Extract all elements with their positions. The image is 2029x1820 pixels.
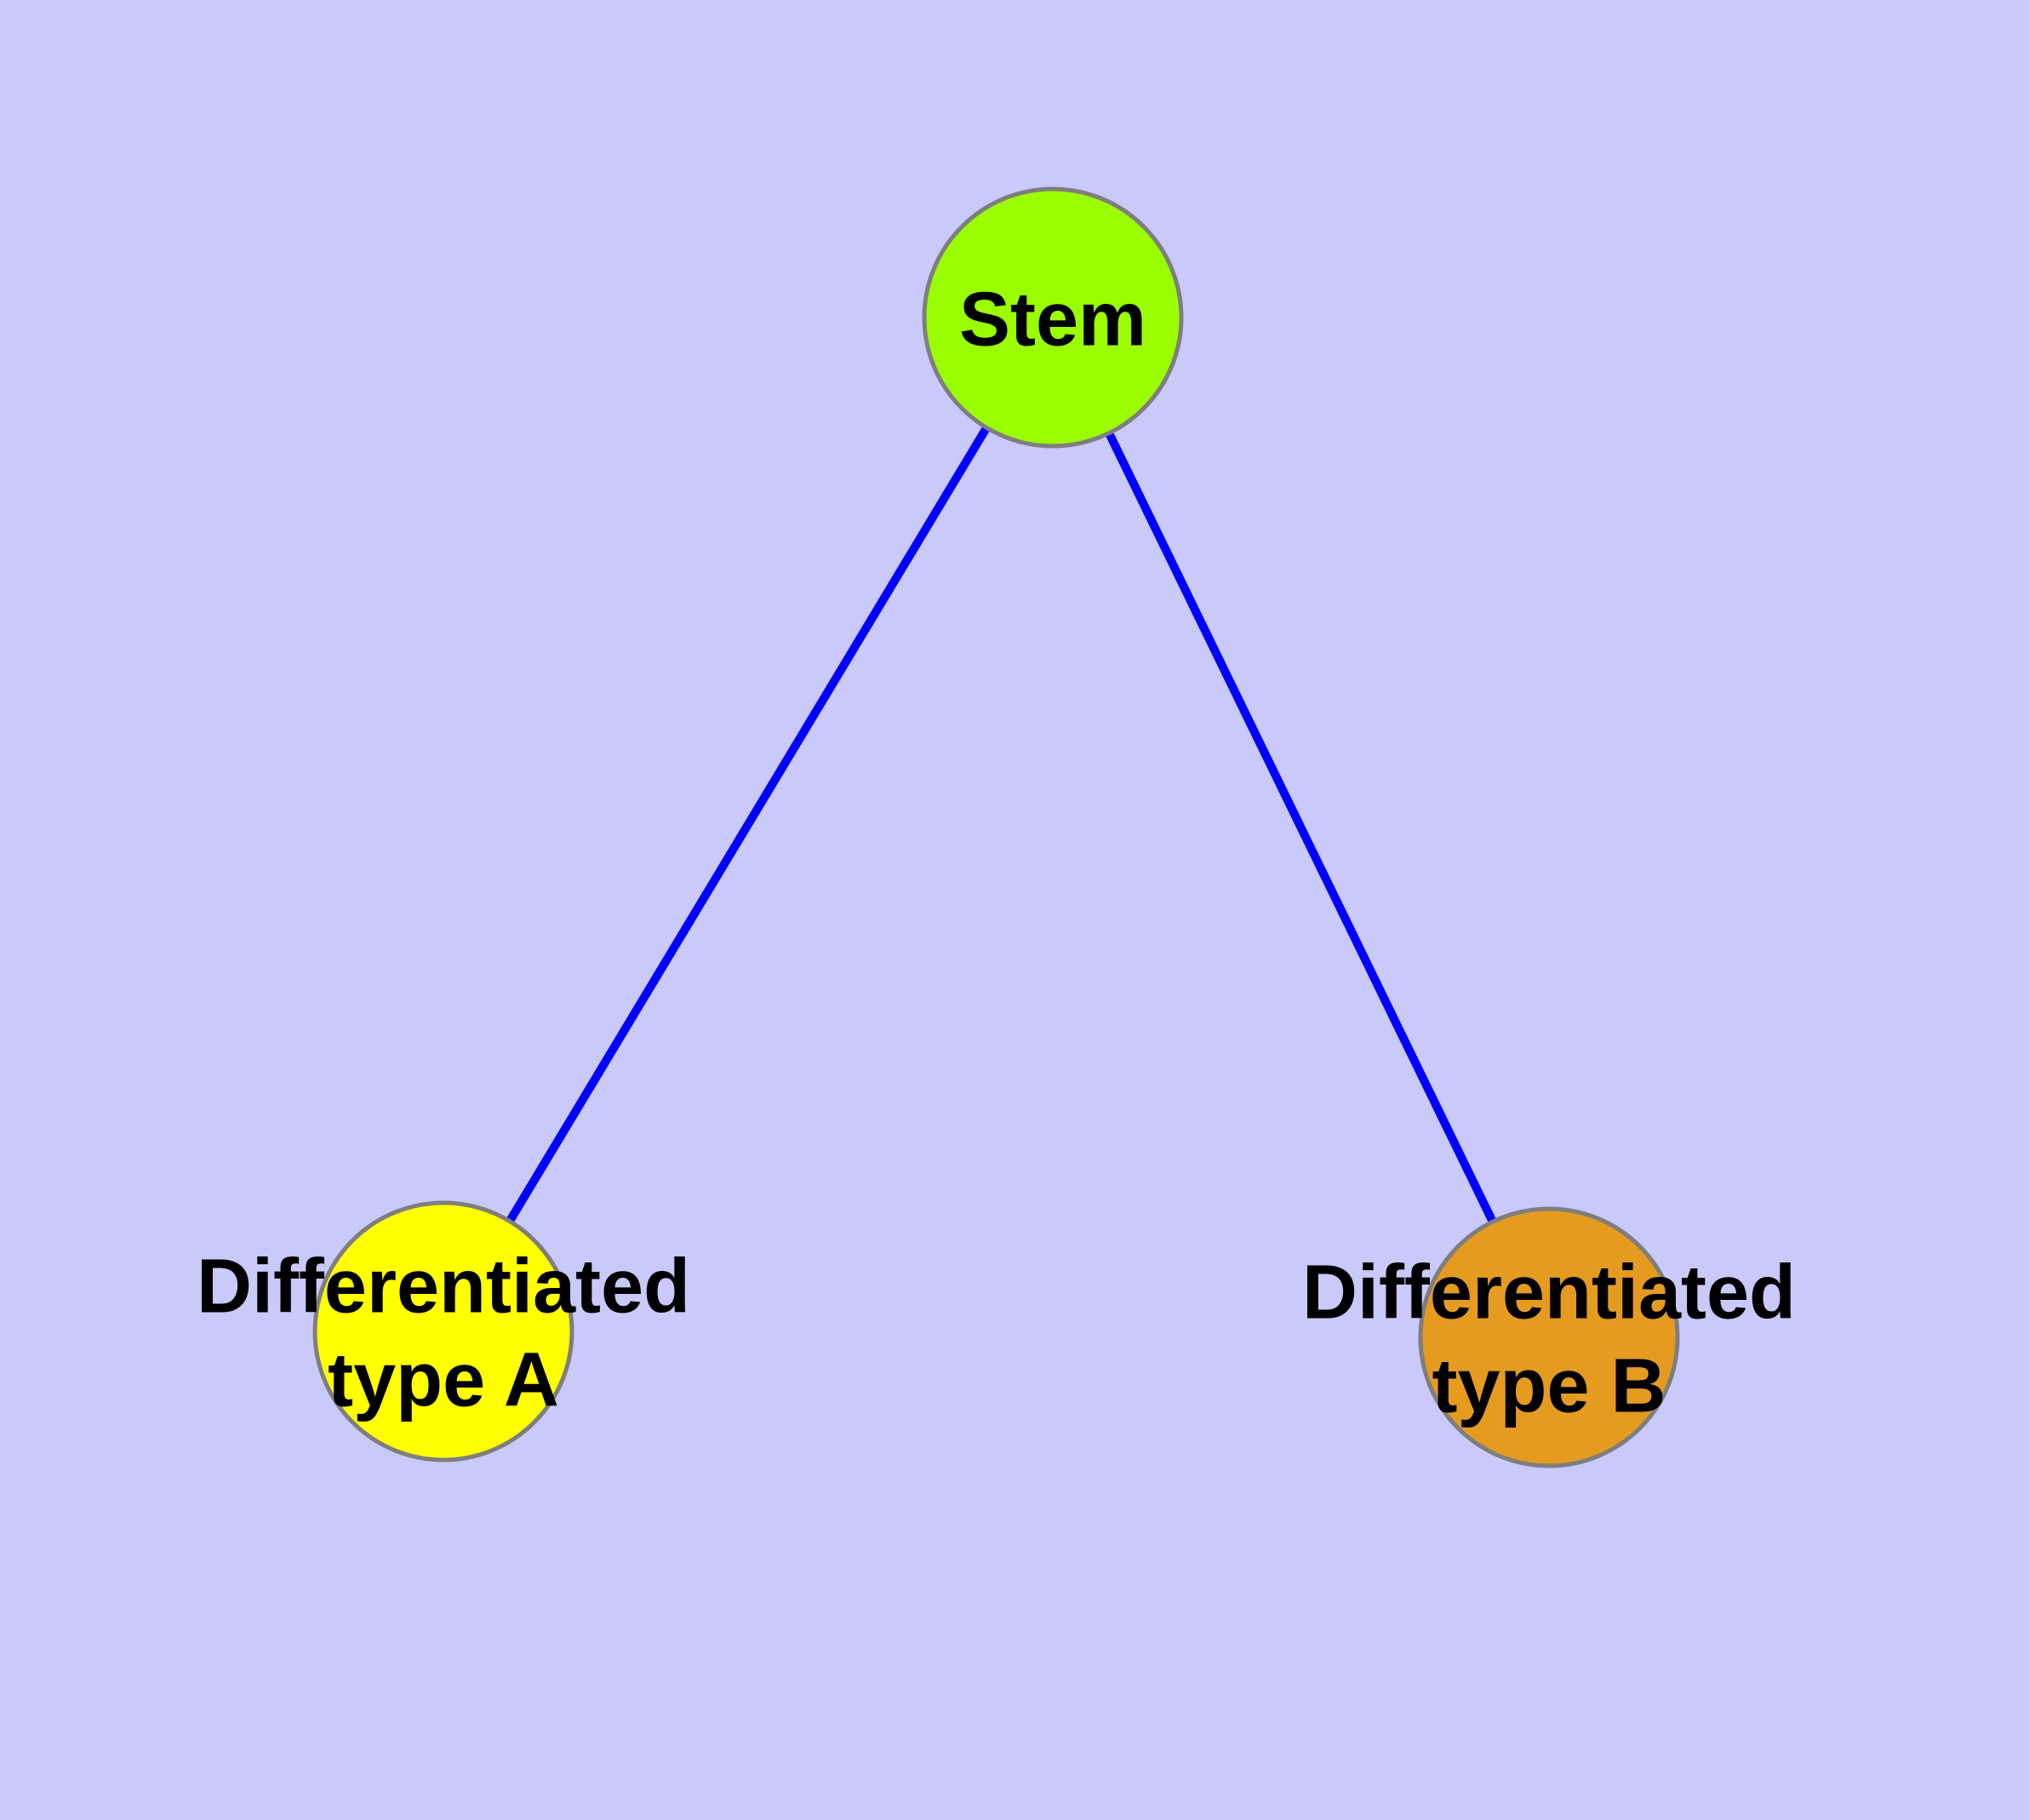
node-label-stem-line-1: Stem: [959, 277, 1146, 362]
node-stem: [922, 186, 1184, 449]
edge-stem-diff-b: [1049, 315, 1553, 1340]
node-label-diff-b-line-2: type B: [1432, 1343, 1666, 1428]
node-label-stem: Stem: [959, 277, 1146, 362]
node-label-diff-b-line-1: Differentiated: [1302, 1250, 1796, 1335]
node-diff-a: [312, 1200, 574, 1462]
edge-stem-diff-a: [439, 315, 1057, 1334]
edges-layer: [439, 315, 1553, 1340]
node-label-diff-a-line-1: Differentiated: [197, 1244, 690, 1329]
node-label-diff-a-line-2: type A: [328, 1337, 559, 1422]
nodes-layer: [312, 186, 1680, 1468]
node-diff-b: [1418, 1206, 1680, 1468]
